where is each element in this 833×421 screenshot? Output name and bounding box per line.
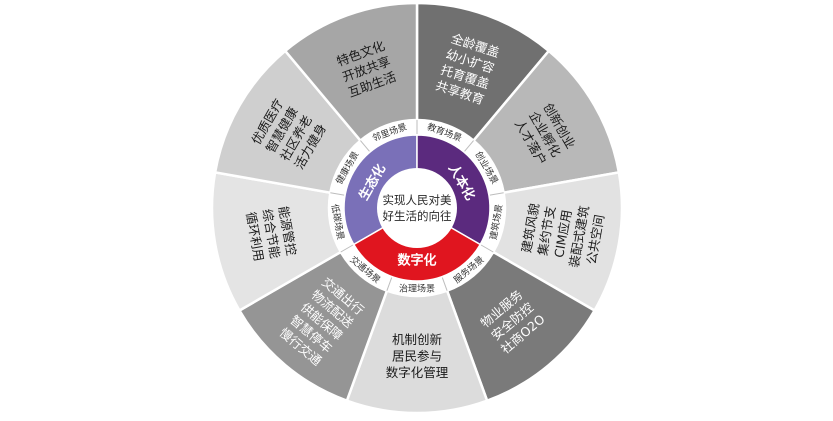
scene-divider-5 bbox=[441, 277, 448, 291]
scene-divider-3 bbox=[489, 192, 504, 196]
center-line-1: 实现人民对美 bbox=[383, 193, 452, 207]
scene-divider-8 bbox=[330, 192, 345, 196]
scene-divider-4 bbox=[480, 244, 494, 253]
outer-sector-layer: 全龄覆盖幼小扩容托育覆盖共享教育创新创业企业孵化人才落户建筑风貌集约节支CIM应… bbox=[210, 1, 624, 415]
sector-5-line-1: 机制创新 bbox=[392, 332, 442, 347]
scene-divider-9 bbox=[360, 140, 370, 152]
center-circle bbox=[377, 168, 457, 248]
center-line-2: 好生活的向往 bbox=[383, 209, 452, 223]
sector-5-line-2: 居民参与 bbox=[392, 349, 442, 364]
scene-divider-7 bbox=[340, 244, 354, 253]
scene-divider-6 bbox=[386, 277, 393, 291]
sector-5-line-3: 数字化管理 bbox=[386, 365, 449, 380]
scene-divider-2 bbox=[464, 140, 474, 152]
core-label-3: 数字化 bbox=[397, 253, 436, 269]
scene-label-5: 治理场景 bbox=[399, 283, 435, 295]
